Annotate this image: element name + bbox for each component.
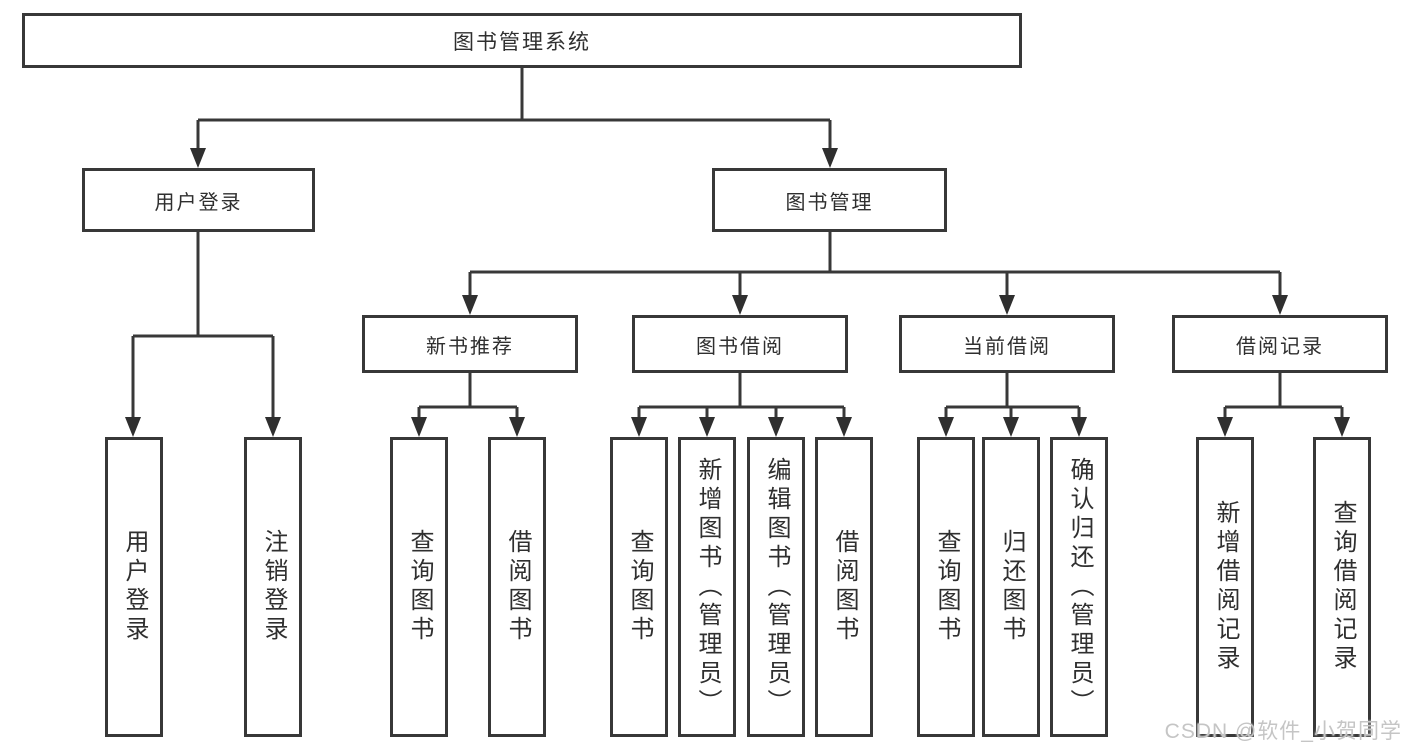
node-book-borrow: 图书借阅 <box>632 315 848 373</box>
leaf-record-query-borrow-record: 查询借阅记录 <box>1313 437 1371 737</box>
node-current-borrow: 当前借阅 <box>899 315 1115 373</box>
leaf-current-return-book: 归还图书 <box>982 437 1040 737</box>
leaf-user-login: 用户登录 <box>105 437 163 737</box>
leaf-recommend-query-book: 查询图书 <box>390 437 448 737</box>
leaf-current-confirm-return-admin: 确认归还（管理员） <box>1050 437 1108 737</box>
node-book-management: 图书管理 <box>712 168 947 232</box>
node-library-management-system: 图书管理系统 <box>22 13 1022 68</box>
leaf-recommend-borrow-book: 借阅图书 <box>488 437 546 737</box>
leaf-borrow-query-book: 查询图书 <box>610 437 668 737</box>
node-user-login: 用户登录 <box>82 168 315 232</box>
leaf-current-query-book: 查询图书 <box>917 437 975 737</box>
leaf-borrow-borrow-book: 借阅图书 <box>815 437 873 737</box>
leaf-borrow-edit-book-admin: 编辑图书（管理员） <box>747 437 805 737</box>
arrowheads <box>125 148 1350 437</box>
node-borrow-record: 借阅记录 <box>1172 315 1388 373</box>
leaf-logout-login: 注销登录 <box>244 437 302 737</box>
node-new-book-recommend: 新书推荐 <box>362 315 578 373</box>
leaf-record-add-borrow-record: 新增借阅记录 <box>1196 437 1254 737</box>
leaf-borrow-add-book-admin: 新增图书（管理员） <box>678 437 736 737</box>
